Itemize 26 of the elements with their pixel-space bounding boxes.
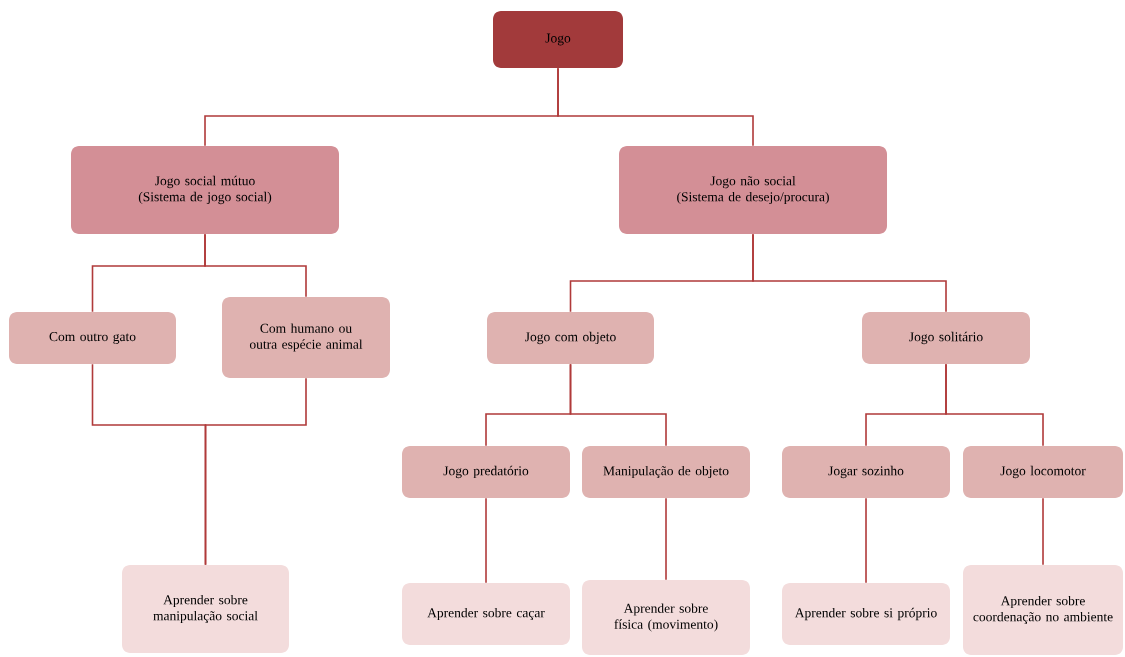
connector-line bbox=[557, 67, 754, 147]
connector-line bbox=[204, 377, 307, 566]
connector-line bbox=[665, 497, 667, 581]
outcome-box: Aprender sobre física (movimento) bbox=[582, 580, 750, 655]
outcome-box: Aprender sobre coordenação no ambiente bbox=[963, 565, 1123, 655]
type-box: Jogar sozinho bbox=[782, 446, 950, 498]
connector-line bbox=[485, 497, 487, 584]
root-box: Jogo bbox=[493, 11, 623, 68]
connector-line bbox=[752, 233, 947, 313]
category-box: Jogo social mútuo (Sistema de jogo social) bbox=[71, 146, 339, 234]
type-box: Jogo predatório bbox=[402, 446, 570, 498]
outcome-box: Aprender sobre manipulação social bbox=[122, 565, 289, 653]
connector-line bbox=[569, 363, 667, 447]
type-box: Jogo solitário bbox=[862, 312, 1030, 364]
type-box: Com humano ou outra espécie animal bbox=[222, 297, 390, 378]
outcome-box: Aprender sobre caçar bbox=[402, 583, 570, 645]
connector-line bbox=[1042, 497, 1044, 566]
type-box: Jogo locomotor bbox=[963, 446, 1123, 498]
connector-line bbox=[204, 233, 307, 298]
connector-line bbox=[865, 497, 867, 584]
connector-line bbox=[945, 363, 1044, 447]
outcome-box: Aprender sobre si próprio bbox=[782, 583, 950, 645]
category-box: Jogo não social (Sistema de desejo/procura) bbox=[619, 146, 887, 234]
type-box: Jogo com objeto bbox=[487, 312, 654, 364]
type-box: Manipulação de objeto bbox=[582, 446, 750, 498]
type-box: Com outro gato bbox=[9, 312, 176, 364]
